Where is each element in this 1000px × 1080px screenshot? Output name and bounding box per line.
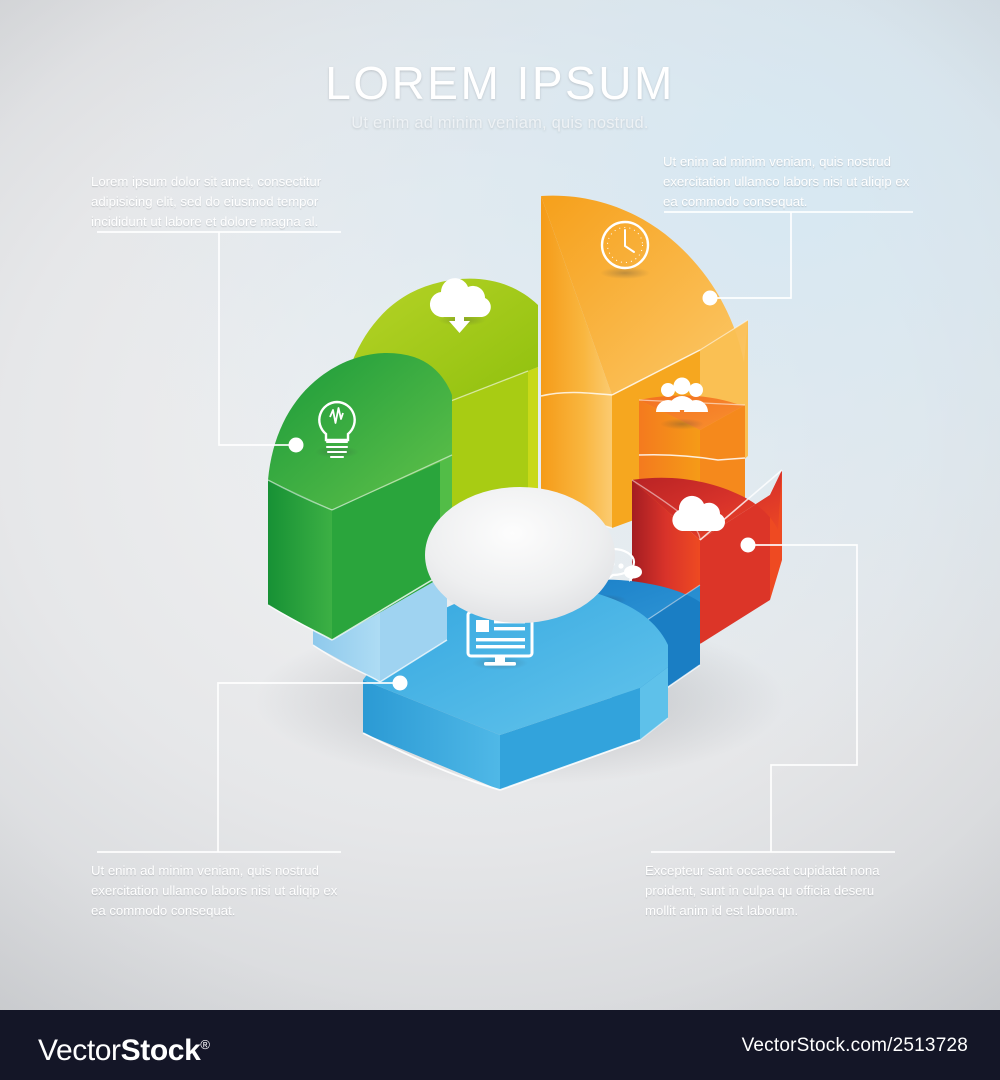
pie-chart-3d (255, 195, 785, 791)
cloud-download-icon (429, 278, 491, 333)
cloud-icon (672, 495, 725, 531)
caption-bottom-left-text: Ut enim ad minim veniam, quis nostrud ex… (91, 863, 338, 918)
caption-bottom-left: Ut enim ad minim veniam, quis nostrud ex… (91, 861, 349, 921)
caption-top-right-text: Ut enim ad minim veniam, quis nostrud ex… (663, 154, 910, 209)
page-title: LOREM IPSUM (325, 57, 675, 109)
registered-mark-icon: ® (200, 1037, 210, 1052)
header: LOREM IPSUM Ut enim ad minim veniam, qui… (0, 58, 1000, 134)
watermark-url: VectorStock.com/2513728 (741, 1035, 968, 1056)
vectorstock-logo: VectorStock® (38, 1028, 210, 1068)
caption-bottom-right: Excepteur sant occaecat cupidatat nona p… (645, 861, 903, 921)
watermark-bar: VectorStock® VectorStock.com/2513728 (0, 1010, 1000, 1080)
caption-top-right: Ut enim ad minim veniam, quis nostrud ex… (663, 152, 921, 212)
caption-top-left: Lorem ipsum dolor sit amet, consectitur … (91, 172, 349, 232)
clock-icon (600, 220, 650, 270)
logo-text-vector: Vector (38, 1034, 121, 1067)
logo-text-stock: Stock (120, 1034, 201, 1067)
people-icon (656, 377, 708, 412)
page-subtitle: Ut enim ad minim veniam, quis nostrud. (351, 114, 649, 132)
chart-center-hole (425, 487, 615, 623)
caption-bottom-right-text: Excepteur sant occaecat cupidatat nona p… (645, 863, 880, 918)
caption-top-left-text: Lorem ipsum dolor sit amet, consectitur … (91, 174, 322, 229)
